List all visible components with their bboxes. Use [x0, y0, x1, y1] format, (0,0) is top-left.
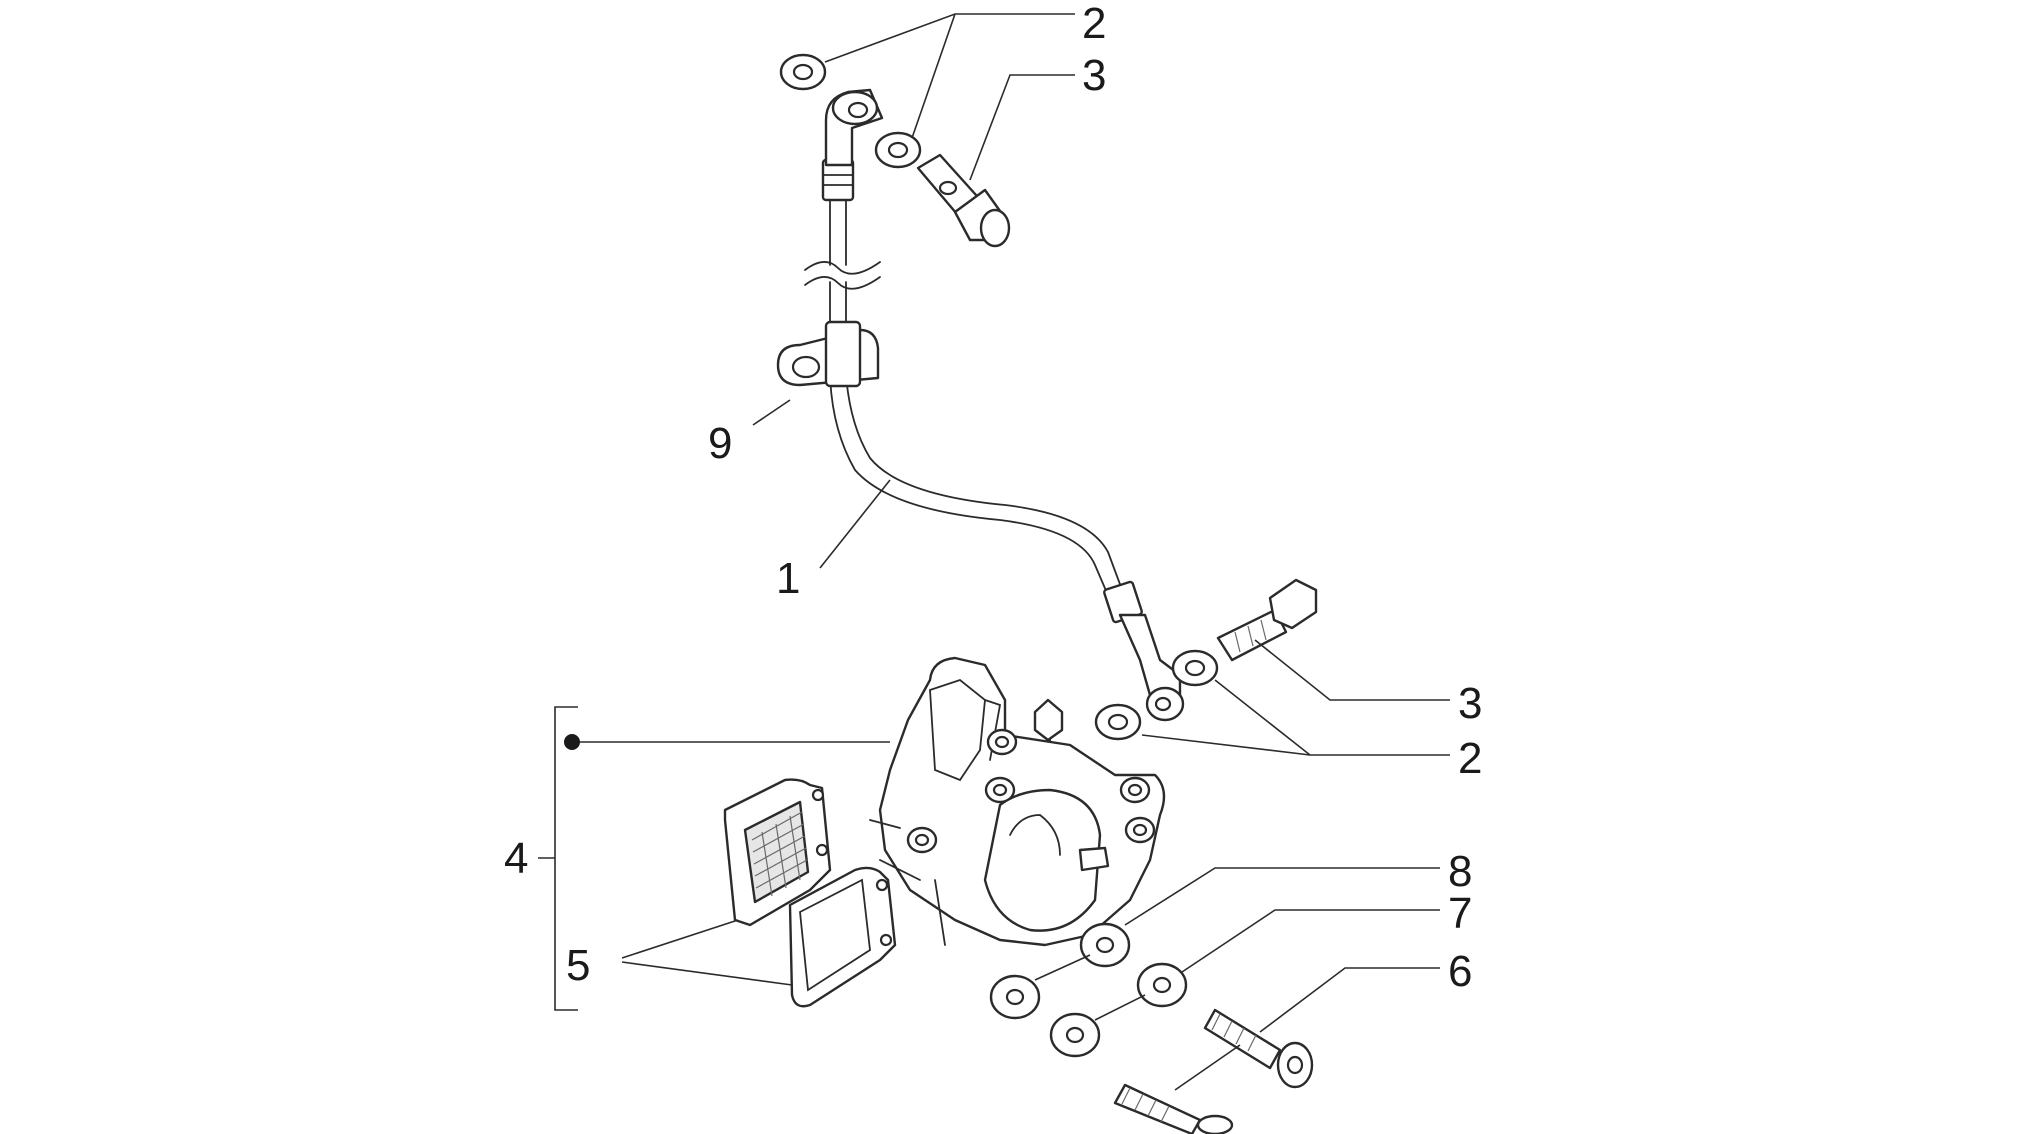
callout-banjo-bolt-top: 3	[1082, 51, 1106, 100]
washer-7-upper	[1136, 962, 1188, 1008]
caliper-assembly-bracket	[538, 706, 890, 1011]
callout-banjo-bolt-caliper: 3	[1458, 679, 1482, 728]
top-banjo-bolt	[916, 153, 1011, 248]
callout-washer-caliper: 2	[1458, 734, 1482, 783]
hose-clamp	[776, 320, 880, 388]
brake-pad-back	[723, 778, 832, 927]
washer-8-upper	[1079, 922, 1131, 968]
brake-caliper-body	[869, 656, 1166, 947]
washer-8-lower	[989, 974, 1041, 1020]
callout-caliper-assembly: 4	[504, 834, 528, 883]
caliper-banjo-bolt	[1216, 578, 1318, 662]
top-washer-left	[779, 53, 827, 91]
caliper-washer-lower	[1094, 703, 1142, 741]
callout-caliper-bolt: 6	[1448, 947, 1472, 996]
callout-washer-outer: 7	[1448, 889, 1472, 938]
callout-hose-clamp: 9	[708, 419, 732, 468]
top-washer-right	[874, 131, 922, 169]
callout-hose: 1	[776, 554, 800, 603]
assembly-dot-marker	[564, 734, 580, 750]
brake-hose	[804, 88, 1185, 771]
brake-pad-front	[788, 866, 897, 1008]
caliper-washer-upper	[1171, 649, 1219, 687]
callout-washer-inner: 8	[1448, 847, 1472, 896]
callout-washer-top: 2	[1082, 0, 1106, 48]
caliper-bolt-lower	[1113, 1083, 1234, 1134]
caliper-bolt-upper	[1203, 1008, 1314, 1089]
callout-brake-pads: 5	[566, 941, 590, 990]
callout-labels: 2 3 9 1 3 2 4 5 8 7 6	[504, 0, 1482, 996]
leader-lines	[621, 13, 1450, 1091]
washer-7-lower	[1049, 1012, 1101, 1058]
